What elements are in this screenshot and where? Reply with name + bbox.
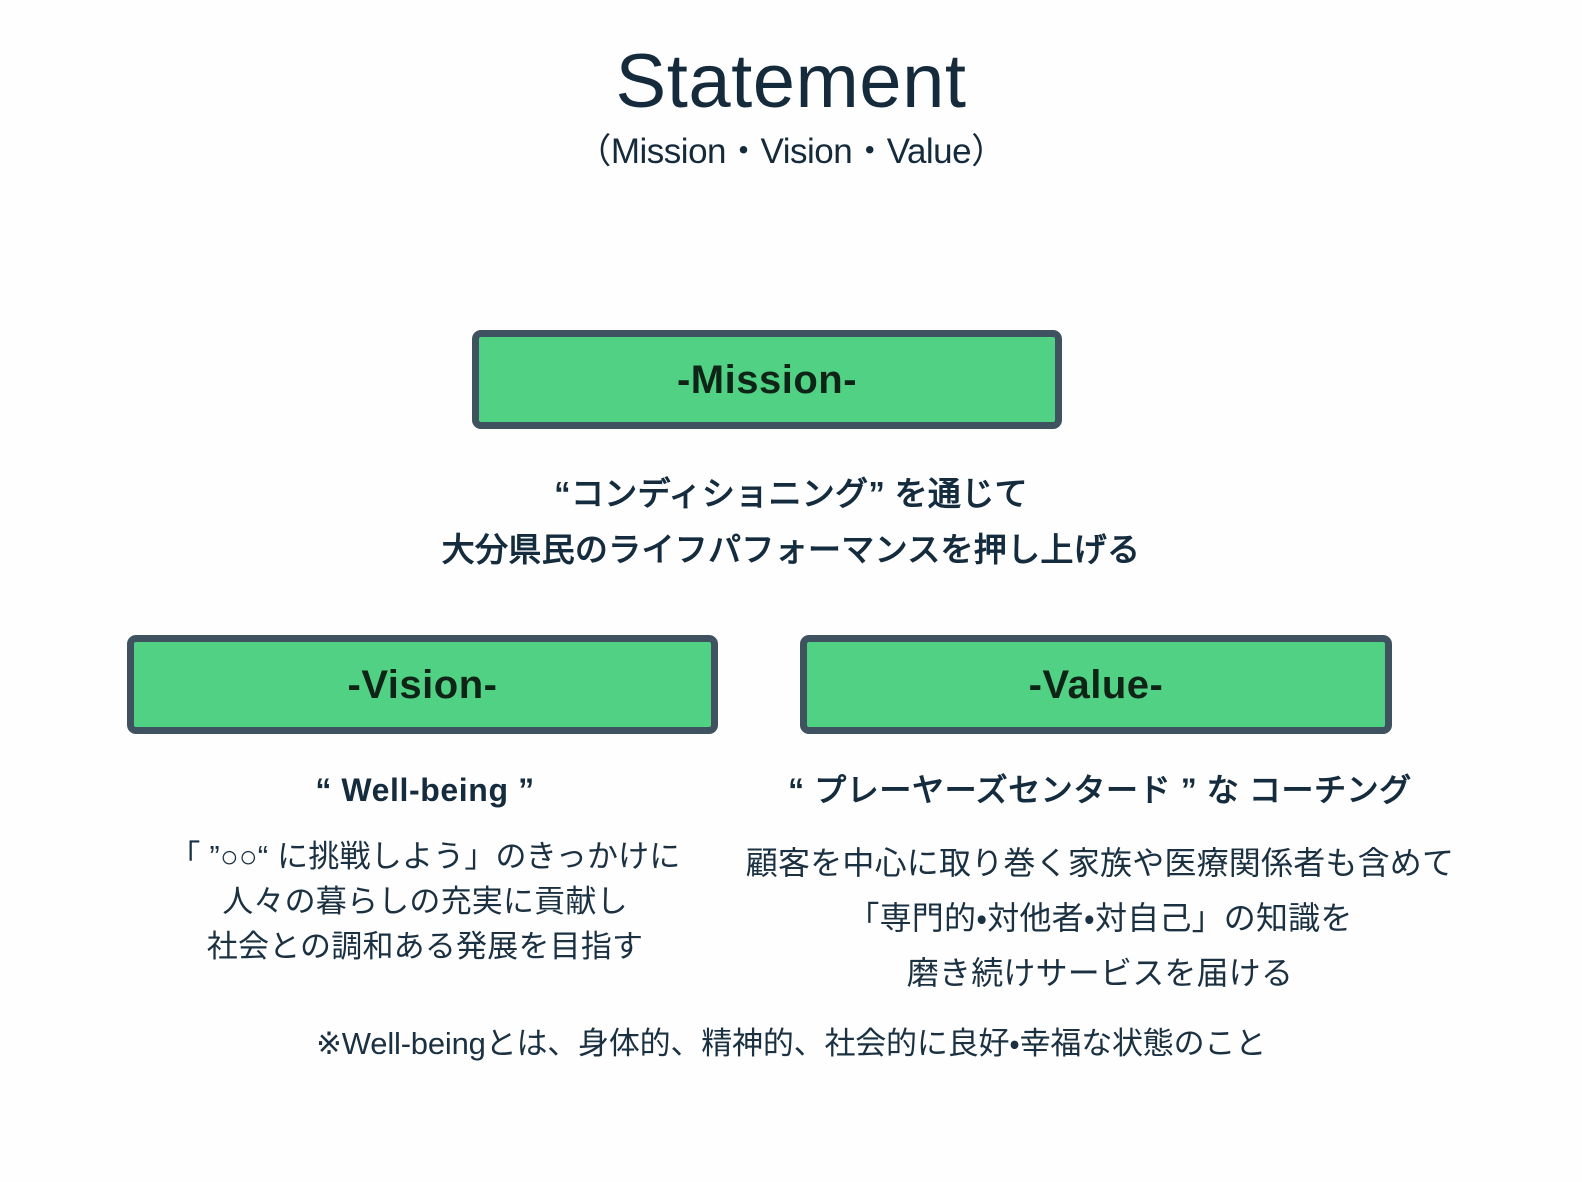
vision-box-label: -Vision- <box>347 662 498 707</box>
footnote: ※Well-beingとは、身体的、精神的、社会的に良好・幸福な状態のこと <box>316 1026 1266 1061</box>
mission-lead-line-1: “コンディショニング” を通じて <box>554 475 1028 512</box>
vision-body-line-1: 「 ”○○“ に挑戦しよう」のきっかけに <box>169 839 681 874</box>
page-subtitle: （Mission・Vision・Value） <box>576 131 1006 171</box>
value-box-label: -Value- <box>1028 662 1164 707</box>
slide-header: Statement （Mission・Vision・Value） <box>0 39 1582 173</box>
mission-box[interactable]: -Mission- <box>472 330 1062 429</box>
mission-text-block: “コンディショニング” を通じて 大分県民のライフパフォーマンスを押し上げる <box>0 466 1582 578</box>
value-body-line-1: 顧客を中心に取り巻く家族や医療関係者も含めて <box>745 845 1455 881</box>
value-body-line-2: 「専門的・対他者・対自己」の知識を <box>847 900 1353 936</box>
vision-body-line-3: 社会との調和ある発展を目指す <box>206 929 644 964</box>
value-box[interactable]: -Value- <box>800 635 1392 734</box>
vision-body-line-2: 人々の暮らしの充実に貢献し <box>222 884 628 919</box>
mission-box-label: -Mission- <box>676 357 858 402</box>
value-body-line-3: 磨き続けサービスを届ける <box>906 955 1294 991</box>
value-lead: “ プレーヤーズセンタード ” な コーチング <box>788 772 1412 808</box>
mission-lead-line-2: 大分県民のライフパフォーマンスを押し上げる <box>441 531 1141 568</box>
value-text-block: “ プレーヤーズセンタード ” な コーチング 顧客を中心に取り巻く家族や医療関… <box>735 768 1465 1001</box>
vision-lead: “ Well-being ” <box>315 772 535 808</box>
vision-text-block: “ Well-being ” 「 ”○○“ に挑戦しよう」のきっかけに 人々の暮… <box>40 768 810 969</box>
page-title: Statement <box>615 39 967 124</box>
vision-box[interactable]: -Vision- <box>127 635 718 734</box>
